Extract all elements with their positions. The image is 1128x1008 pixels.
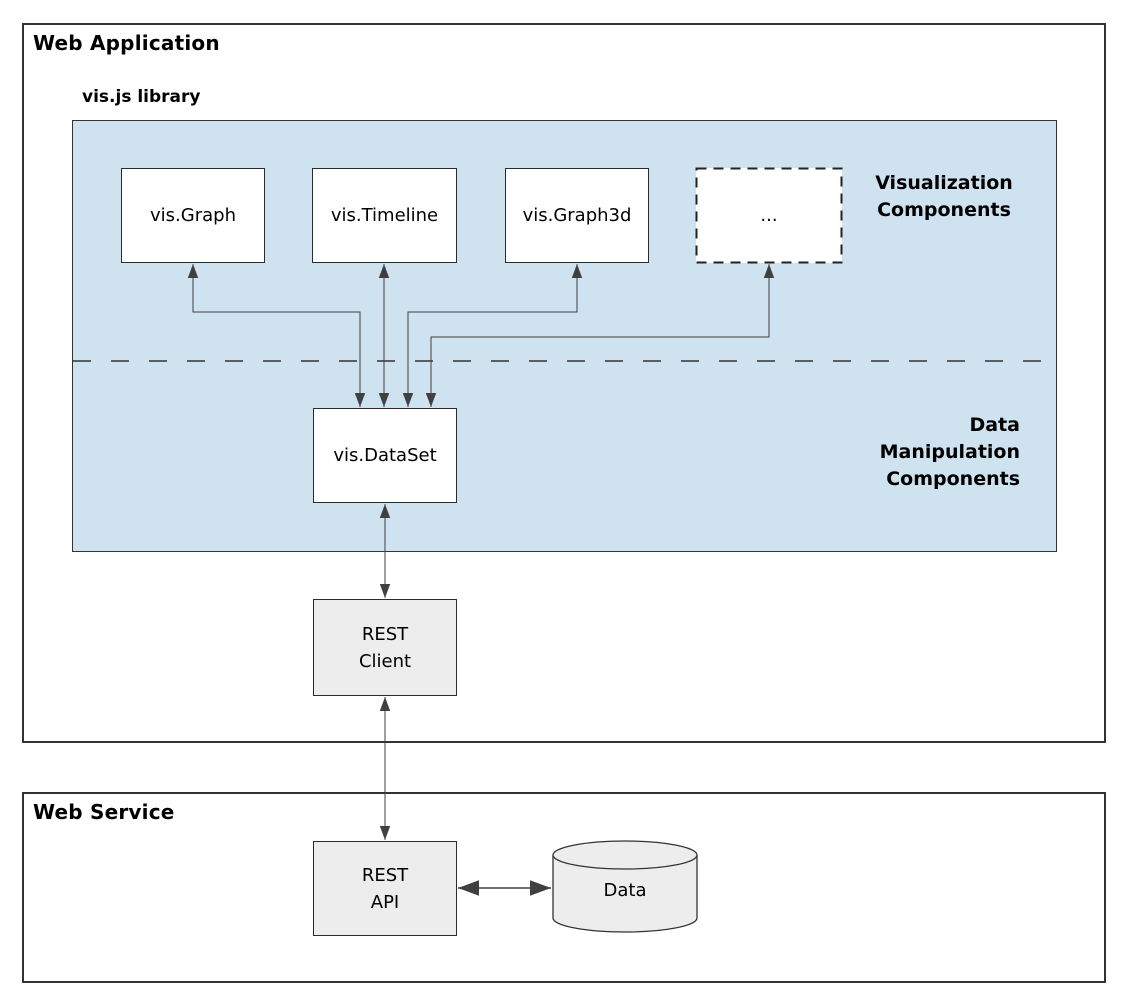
data-store-label: Data bbox=[603, 879, 647, 901]
vis-dataset-label: vis.DataSet bbox=[333, 445, 437, 466]
component-box-vis-timeline: vis.Timeline bbox=[312, 168, 457, 263]
web-application-title: Web Application bbox=[33, 31, 220, 55]
component-label-vis-graph: vis.Graph bbox=[150, 205, 236, 226]
component-label-vis-graph3d: vis.Graph3d bbox=[522, 205, 632, 226]
component-label-vis-timeline: vis.Timeline bbox=[330, 205, 439, 226]
visjs-library-label: vis.js library bbox=[82, 87, 201, 107]
component-box-vis-graph3d: vis.Graph3d bbox=[505, 168, 649, 263]
vis-dataset-box: vis.DataSet bbox=[313, 408, 457, 503]
component-box-placeholder: ... bbox=[696, 168, 842, 263]
rest-api-label: REST API bbox=[361, 864, 409, 913]
component-box-vis-graph: vis.Graph bbox=[121, 168, 265, 263]
rest-client-box: REST Client bbox=[313, 599, 457, 696]
data-manipulation-components-label: Data Manipulation Components bbox=[879, 414, 1020, 490]
component-label-placeholder: ... bbox=[760, 205, 778, 226]
web-service-title: Web Service bbox=[33, 800, 175, 824]
rest-client-label: REST Client bbox=[358, 623, 412, 672]
visualization-components-label: Visualization Components bbox=[875, 172, 1013, 221]
rest-api-box: REST API bbox=[313, 841, 457, 936]
